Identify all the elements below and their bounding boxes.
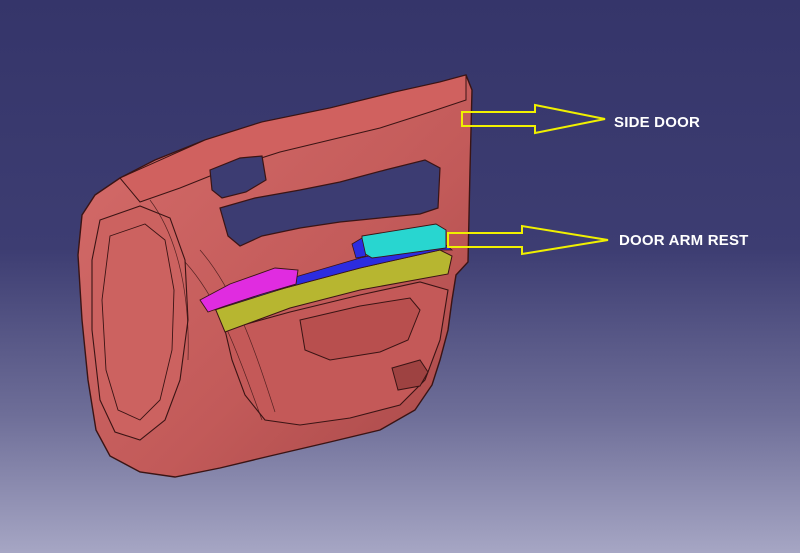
top-trim-band (119, 74, 467, 203)
arm-rest-band (211, 239, 454, 311)
door-handle-recess (209, 155, 267, 199)
side-door-arrow (461, 103, 606, 135)
door-arm-rest-arrow (447, 224, 609, 256)
door-arm-rest-label: DOOR ARM REST (619, 232, 749, 249)
arm-rest-pad (199, 267, 299, 313)
pull-handle (299, 297, 421, 361)
arm-rest-clip (351, 237, 367, 259)
side-door-label: SIDE DOOR (614, 114, 700, 131)
speaker-inner-contour (101, 223, 175, 421)
upper-opening (219, 159, 441, 247)
lock-switch (391, 359, 429, 391)
